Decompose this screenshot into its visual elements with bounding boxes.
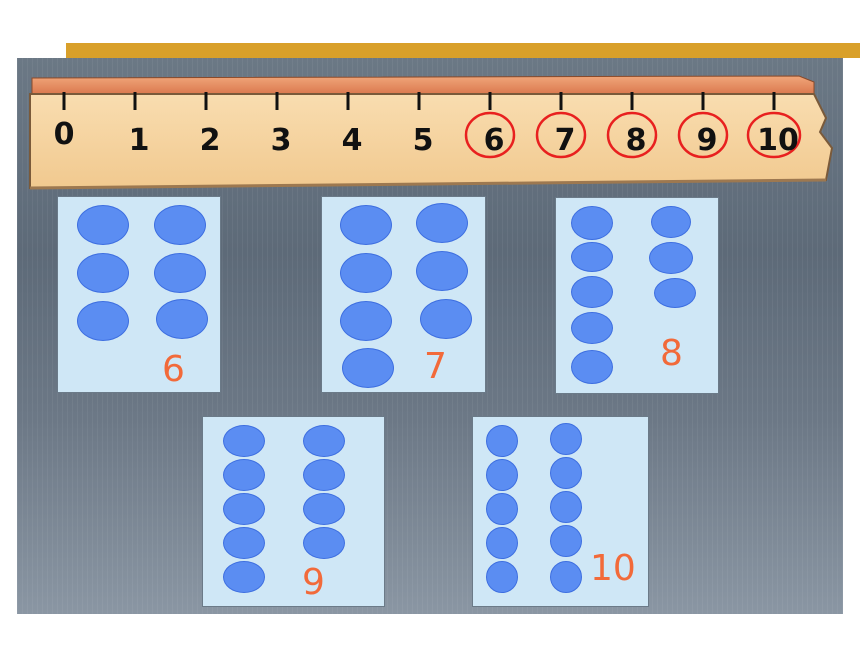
ruler-label: 5 — [413, 123, 434, 158]
ruler-label: 7 — [555, 123, 576, 158]
counter-dot — [223, 561, 265, 593]
counter-dot — [571, 206, 613, 240]
counter-dot — [303, 527, 345, 559]
count-card-10: 10 — [472, 416, 649, 607]
counter-dot — [649, 242, 693, 274]
counter-dot — [550, 457, 582, 489]
counter-dot — [654, 278, 696, 308]
counter-dot — [416, 251, 468, 291]
counter-dot — [340, 253, 392, 293]
counter-dot — [571, 276, 613, 308]
ruler-label: 8 — [626, 123, 647, 158]
counter-dot — [340, 301, 392, 341]
counter-dot — [486, 425, 518, 457]
count-card-9: 9 — [202, 416, 385, 607]
ruler-label: 1 — [129, 123, 150, 158]
card-number: 9 — [302, 562, 325, 603]
counter-dot — [156, 299, 208, 339]
count-card-6: 6 — [57, 196, 221, 393]
number-circle — [746, 111, 802, 159]
counter-dot — [550, 561, 582, 593]
counter-dot — [571, 242, 613, 272]
counter-dot — [550, 423, 582, 455]
counter-dot — [223, 425, 265, 457]
ruler-labels: 0 1 2 3 4 5 6 7 8 9 10 — [54, 111, 802, 159]
counter-dot — [486, 527, 518, 559]
ruler-label: 3 — [271, 123, 292, 158]
counter-dot — [77, 253, 129, 293]
card-number: 7 — [424, 346, 447, 387]
count-card-8: 8 — [555, 197, 719, 394]
ruler-label: 10 — [757, 123, 799, 158]
ruler-label: 0 — [54, 117, 75, 152]
counter-dot — [303, 493, 345, 525]
counter-dot — [651, 206, 691, 238]
counter-dot — [223, 459, 265, 491]
counter-dot — [303, 459, 345, 491]
counter-dot — [571, 350, 613, 384]
counter-dot — [420, 299, 472, 339]
counter-dot — [223, 493, 265, 525]
ruler-ticks — [62, 92, 776, 110]
ruler-label: 6 — [484, 123, 505, 158]
counter-dot — [223, 527, 265, 559]
counter-dot — [77, 205, 129, 245]
number-circle — [535, 111, 587, 159]
card-number: 8 — [660, 333, 683, 374]
counter-dot — [340, 205, 392, 245]
counter-dot — [571, 312, 613, 344]
counter-dot — [486, 459, 518, 491]
ruler-label: 2 — [200, 123, 221, 158]
number-ruler: 0 1 2 3 4 5 6 7 8 9 10 — [29, 75, 834, 190]
ruler-label: 4 — [342, 123, 363, 158]
counter-dot — [342, 348, 394, 388]
counter-dot — [154, 253, 206, 293]
counter-dot — [303, 425, 345, 457]
counter-dot — [486, 561, 518, 593]
top-accent-bar — [66, 43, 860, 58]
counter-dot — [486, 493, 518, 525]
counter-dot — [550, 491, 582, 523]
card-number: 10 — [590, 548, 636, 589]
counter-dot — [550, 525, 582, 557]
card-number: 6 — [162, 349, 185, 390]
number-circle — [677, 111, 729, 159]
counter-dot — [77, 301, 129, 341]
number-circle — [606, 111, 658, 159]
counter-dot — [416, 203, 468, 243]
counter-dot — [154, 205, 206, 245]
number-circle — [464, 111, 516, 159]
count-card-7: 7 — [321, 196, 486, 393]
ruler-label: 9 — [697, 123, 718, 158]
